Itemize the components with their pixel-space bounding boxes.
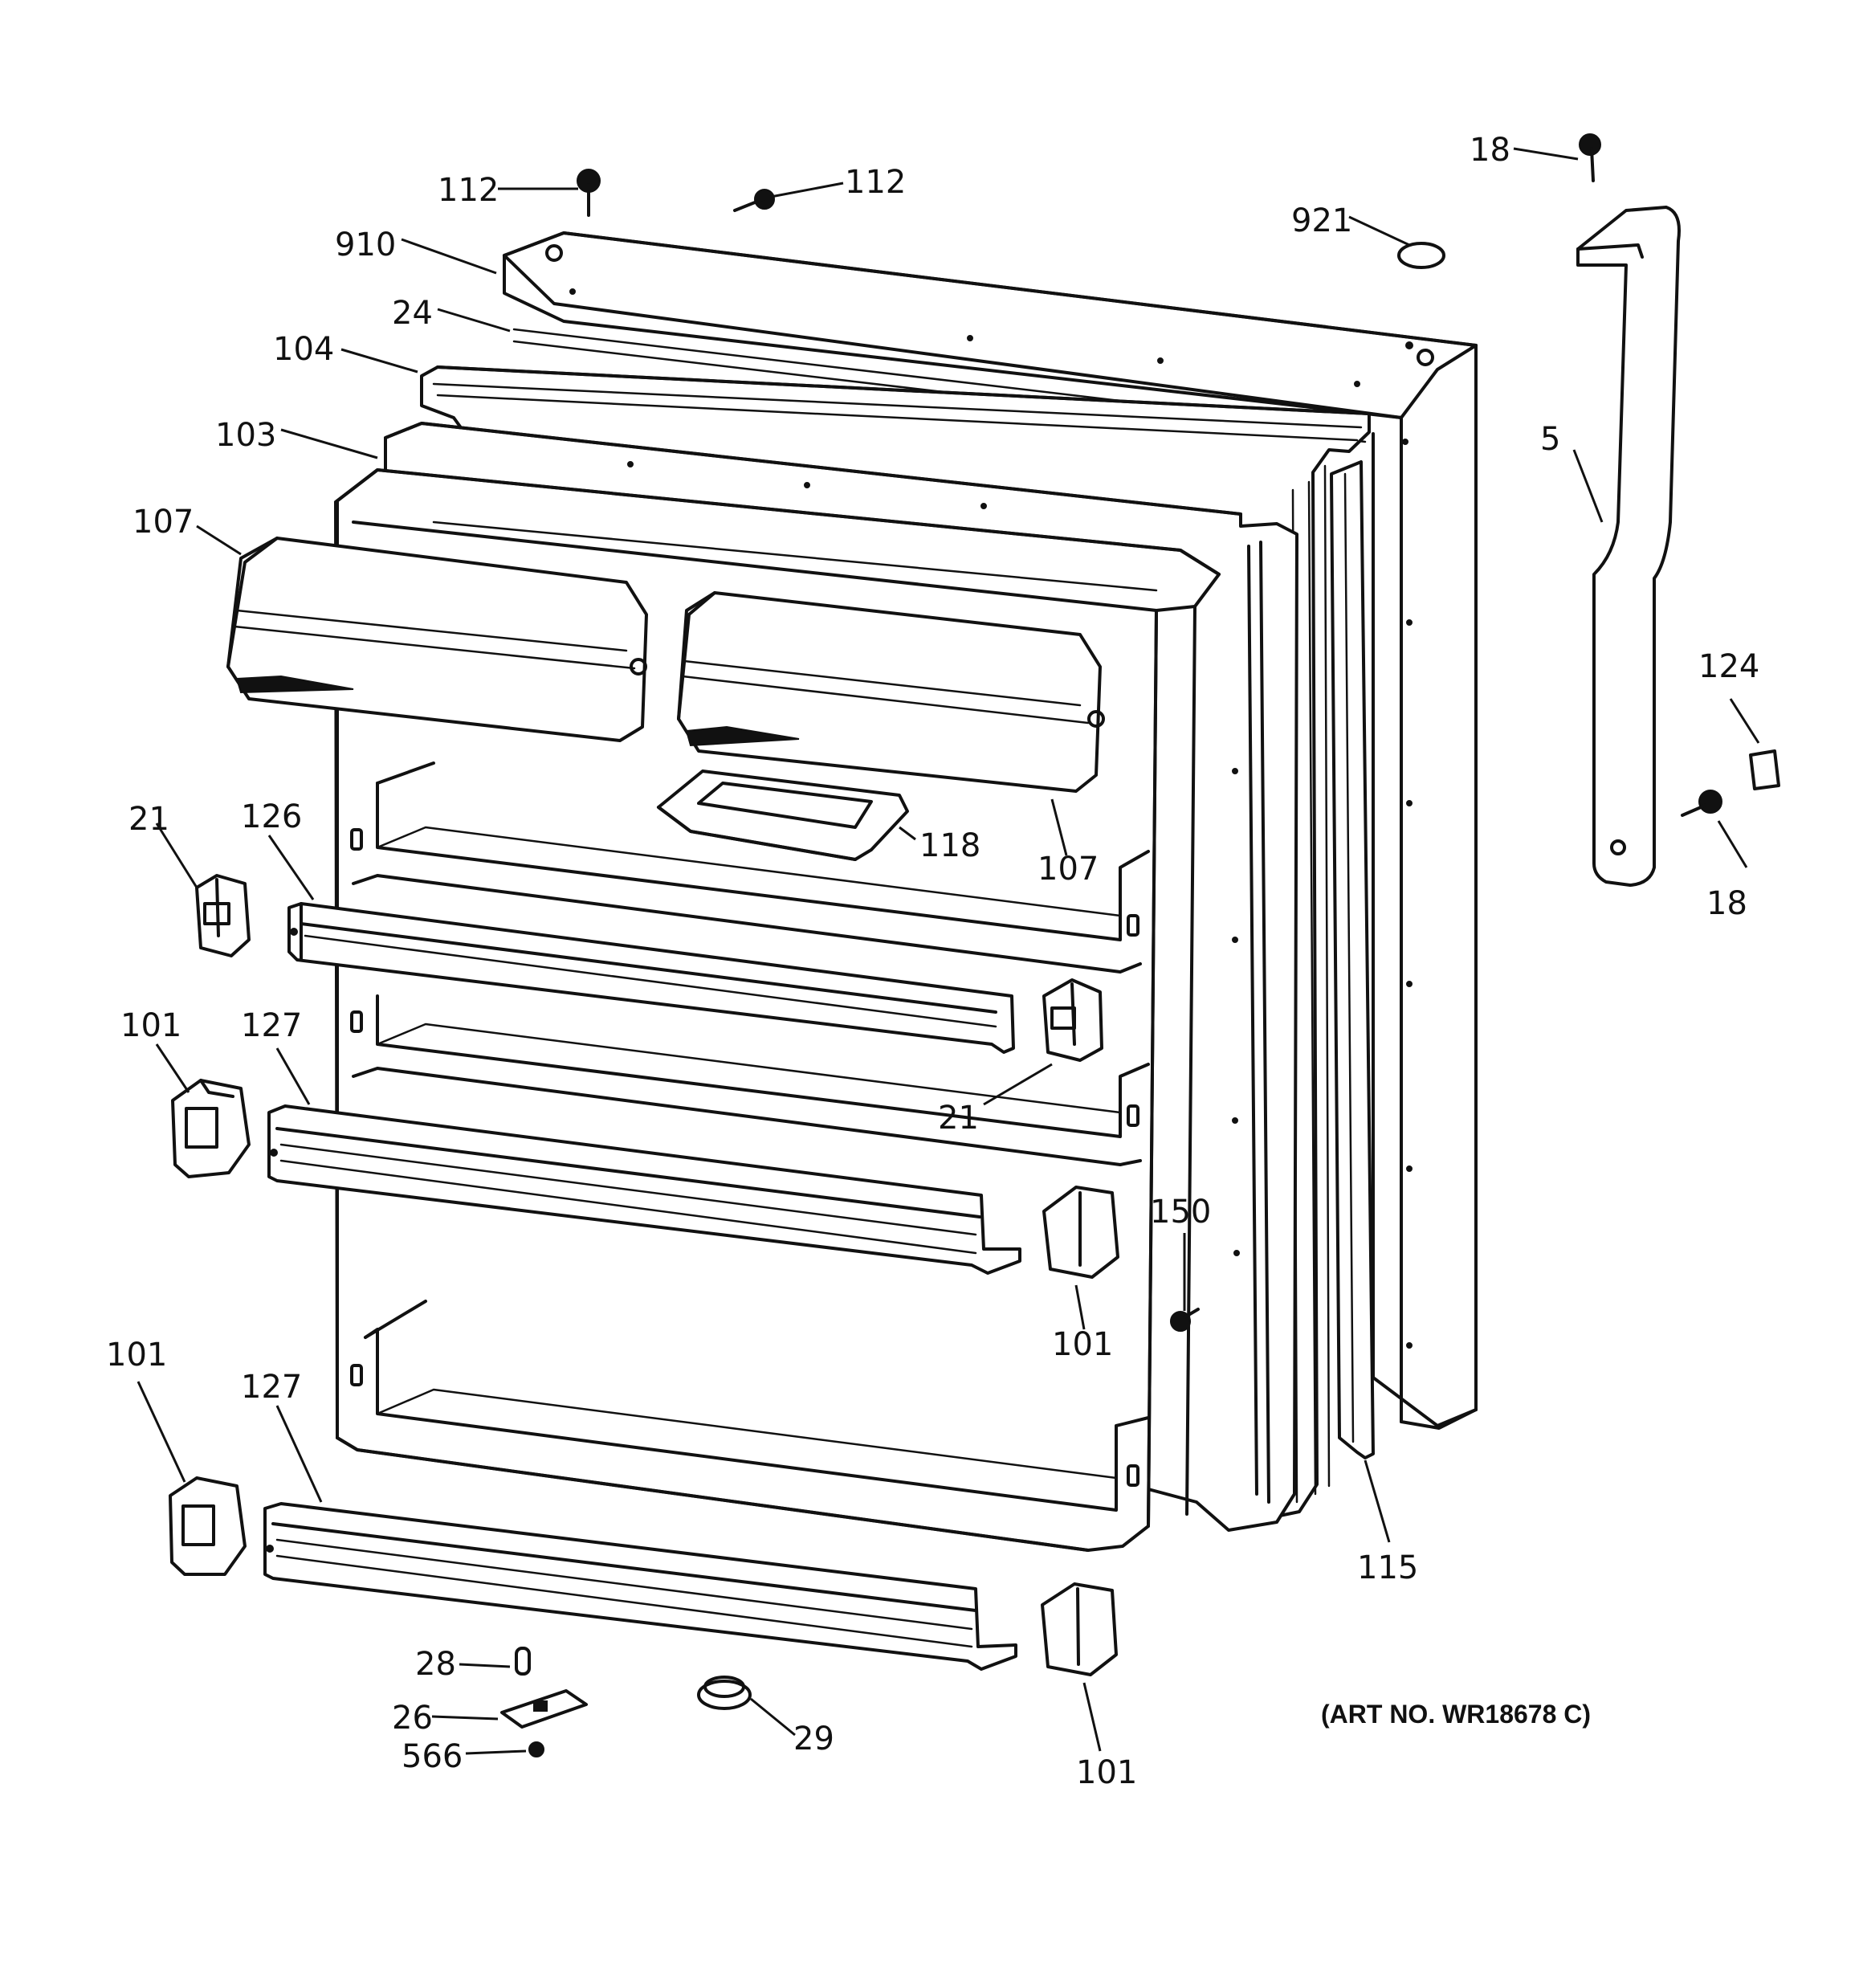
- screw-112-left: [577, 169, 601, 217]
- leader-lines: [137, 147, 1760, 1755]
- callout-labels: 112 112 18 921 910 24 104 103 107 5 124 …: [106, 132, 1759, 1791]
- callout-107-right: 107: [1037, 851, 1099, 888]
- callout-26: 26: [392, 1700, 433, 1737]
- clip-101-c: [169, 1476, 247, 1576]
- screw-18-top: [1579, 133, 1601, 182]
- callout-126: 126: [241, 798, 302, 835]
- clip-101-b: [1042, 1186, 1119, 1279]
- bumper-29: [697, 1676, 752, 1710]
- callout-127-upper: 127: [241, 1007, 302, 1044]
- clip-101-a: [171, 1079, 251, 1178]
- callout-18-side: 18: [1706, 885, 1747, 922]
- callout-150: 150: [1150, 1194, 1211, 1231]
- callout-103: 103: [215, 417, 276, 454]
- callout-101-b: 101: [1052, 1326, 1113, 1363]
- screw-150: [1170, 1308, 1200, 1332]
- callout-18-top: 18: [1470, 132, 1510, 169]
- outer-door-panel: [503, 231, 1478, 1430]
- callout-101-d: 101: [1076, 1754, 1137, 1791]
- clip-21-left: [195, 874, 251, 957]
- clip-21-right: [1042, 978, 1103, 1062]
- callout-921: 921: [1291, 202, 1352, 239]
- dairy-door-right: [677, 591, 1105, 793]
- shelf-bar-127-upper: [267, 1104, 1021, 1275]
- callout-104: 104: [273, 331, 334, 368]
- callout-107-left: 107: [132, 504, 194, 541]
- gasket-strip-115: [1330, 460, 1375, 1459]
- callout-910: 910: [335, 227, 396, 263]
- callout-112-left: 112: [438, 172, 499, 209]
- cap-921: [1397, 242, 1445, 269]
- screw-112-right: [733, 189, 775, 212]
- art-number: (ART NO. WR18678 C): [1321, 1700, 1591, 1729]
- callout-118: 118: [919, 827, 980, 864]
- callout-124: 124: [1698, 648, 1759, 685]
- callout-115: 115: [1357, 1549, 1418, 1586]
- plug-28: [515, 1647, 531, 1676]
- callout-566: 566: [402, 1738, 463, 1775]
- callout-21-right: 21: [938, 1100, 979, 1137]
- callout-127-lower: 127: [241, 1369, 302, 1406]
- clip-101-d: [1041, 1582, 1118, 1676]
- door-handle: [1576, 206, 1681, 887]
- callout-112-right: 112: [845, 164, 906, 201]
- callout-24: 24: [392, 295, 433, 332]
- callout-101-a: 101: [120, 1007, 181, 1044]
- callout-21-left: 21: [128, 801, 169, 838]
- screw-18-side: [1681, 790, 1722, 817]
- plate-26: [500, 1689, 588, 1729]
- shelf-bar-126: [287, 902, 1015, 1054]
- callout-29: 29: [793, 1721, 834, 1757]
- dairy-door-left: [226, 537, 648, 742]
- callout-28: 28: [415, 1646, 456, 1683]
- screw-566: [528, 1741, 544, 1757]
- bracket-124: [1749, 749, 1780, 790]
- callout-5: 5: [1540, 421, 1560, 458]
- callout-101-c: 101: [106, 1337, 167, 1374]
- shelf-bar-127-lower: [263, 1502, 1017, 1671]
- egg-tray: [657, 769, 909, 861]
